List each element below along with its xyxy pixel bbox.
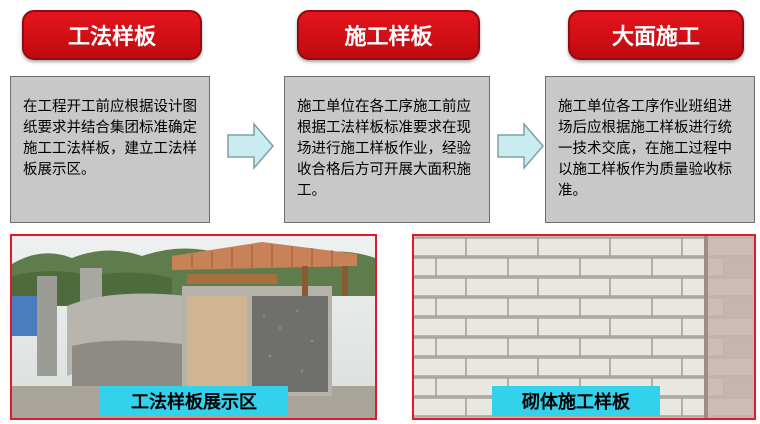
arrow-right-icon (227, 121, 274, 171)
caption-masonry-sample: 砌体施工样板 (492, 386, 660, 416)
description-construction-sample: 施工单位在各工序施工前应根据工法样板标准要求在现场进行施工样板作业，经验收合格后… (284, 76, 490, 223)
header-method-sample: 工法样板 (22, 10, 202, 60)
construction-model-image (12, 236, 375, 418)
header-construction-sample: 施工样板 (297, 10, 480, 60)
description-large-scale-construction: 施工单位各工序作业班组进场后应根据施工样板进行统一技术交底，在施工过程中以施工样… (545, 76, 755, 223)
description-method-sample: 在工程开工前应根据设计图纸要求并结合集团标准确定施工工法样板，建立工法样板展示区… (10, 76, 210, 223)
header-large-scale-construction: 大面施工 (568, 10, 744, 60)
photo-masonry-sample: 砌体施工样板 (412, 234, 756, 420)
caption-method-sample-display: 工法样板展示区 (100, 386, 288, 416)
photo-method-sample-display: 工法样板展示区 (10, 234, 377, 420)
arrow-right-icon (497, 121, 544, 171)
